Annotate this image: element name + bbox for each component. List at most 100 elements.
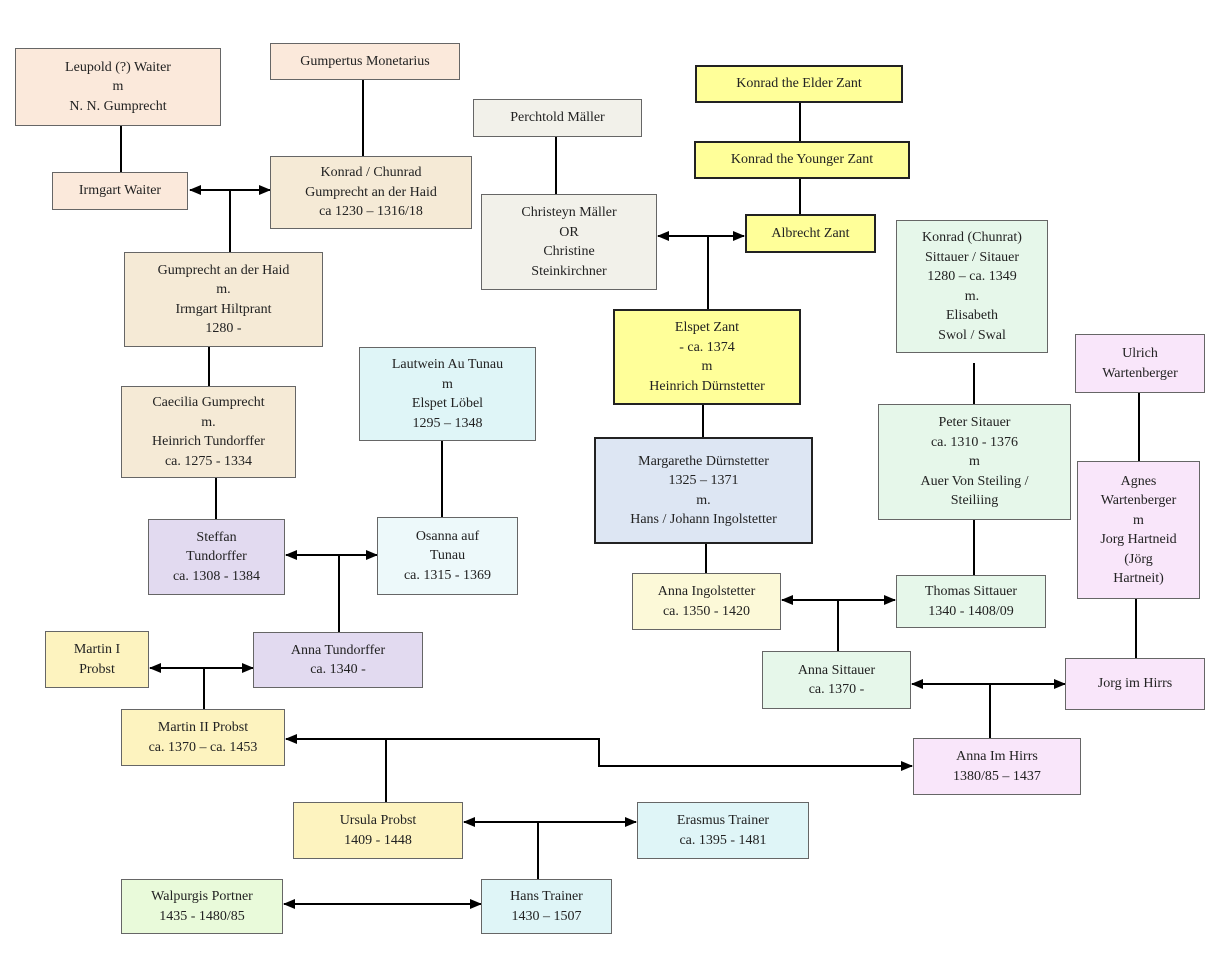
person-text-line: Perchtold Mäller	[510, 110, 605, 126]
person-text-line: 1430 – 1507	[511, 908, 582, 924]
person-text-line: Osanna auf	[415, 528, 480, 544]
person-martin-ii-probst[interactable]: Martin II Probst ca. 1370 – ca. 1453	[121, 709, 285, 766]
person-text-line: Ursula Probst	[339, 813, 417, 828]
person-text-line: Anna Sittauer	[797, 662, 876, 678]
person-anna-sittauer[interactable]: Anna Sittauer ca. 1370 -	[762, 651, 911, 709]
person-text-line: Konrad the Elder Zant	[736, 76, 862, 92]
person-text-line: Anna Ingolstetter	[657, 584, 756, 599]
person-text-line: Steiliing	[950, 493, 999, 509]
person-text-line: m.	[964, 288, 980, 304]
person-text-line: Irmgart Waiter	[78, 183, 162, 199]
person-jorg-im-hirrs[interactable]: Jorg im Hirrs	[1065, 658, 1205, 710]
person-erasmus-trainer[interactable]: Erasmus Trainer ca. 1395 - 1481	[637, 802, 809, 859]
person-text-line: m.	[696, 492, 711, 508]
person-text-line: Peter Sitauer	[938, 415, 1011, 431]
person-text-line: Jorg Hartneid	[1100, 532, 1177, 547]
person-text-line: ca. 1340 -	[310, 662, 366, 677]
person-text-line: Gumprecht an der Haid	[157, 262, 290, 278]
person-text-line: 1340 - 1408/09	[928, 603, 1014, 619]
person-anna-ingolstetter[interactable]: Anna Ingolstetter ca. 1350 - 1420	[632, 573, 781, 630]
person-text-line: Martin I	[73, 642, 121, 657]
person-text-line: ca. 1370 – ca. 1453	[148, 739, 258, 755]
person-gumprecht-an-der-haid[interactable]: Gumprecht an der Haid m. Irmgart Hiltprant…	[124, 252, 323, 347]
person-text-line: ca. 1315 - 1369	[403, 567, 492, 583]
person-konrad-the-younger-zant[interactable]: Konrad the Younger Zant	[694, 141, 910, 179]
person-konrad-the-elder-zant[interactable]: Konrad the Elder Zant	[695, 65, 903, 103]
person-text-line: Gumprecht an der Haid	[305, 184, 437, 200]
person-text-line: 1280 – ca. 1349	[927, 269, 1017, 284]
person-text-line: Hartneit)	[1113, 571, 1164, 586]
person-margarethe-durnstetter[interactable]: Margarethe Dürnstetter 1325 – 1371 m. Hans …	[594, 437, 813, 544]
person-text-line: Caecilia Gumprecht	[152, 395, 265, 410]
person-text-line: Albrecht Zant	[771, 225, 850, 241]
person-text-line: m	[442, 376, 453, 392]
person-text-line: Elspet Löbel	[411, 396, 484, 411]
person-text-line: Martin II Probst	[157, 720, 249, 735]
person-text-line: ca. 1395 - 1481	[679, 832, 767, 848]
person-text-line: Ulrich	[1122, 346, 1158, 361]
person-text-line: m	[701, 359, 713, 374]
person-text-line: ca. 1350 - 1420	[662, 603, 751, 619]
person-text-line: Gumpertus Monetarius	[300, 53, 430, 69]
person-text-line: Auer Von Steiling /	[920, 473, 1029, 489]
person-text-line: Margarethe Dürnstetter	[638, 453, 769, 469]
person-text-line: 1280 -	[205, 321, 242, 336]
person-thomas-sittauer[interactable]: Thomas Sittauer 1340 - 1408/09	[896, 575, 1046, 628]
person-text-line: ca. 1308 - 1384	[172, 568, 261, 584]
person-text-line: OR	[559, 224, 579, 240]
person-text-line: 1295 – 1348	[412, 415, 483, 431]
person-perchtold-maller[interactable]: Perchtold Mäller	[473, 99, 642, 137]
person-text-line: Hans Trainer	[510, 889, 583, 904]
person-text-line: m	[112, 79, 124, 95]
person-text-line: m	[1133, 512, 1144, 528]
person-text-line: Konrad / Chunrad	[320, 165, 422, 181]
person-text-line: 1325 – 1371	[668, 473, 739, 488]
person-text-line: Tundorffer	[186, 549, 247, 565]
person-text-line: Sittauer / Sitauer	[924, 249, 1020, 265]
person-text-line: Lautwein Au Tunau	[391, 357, 504, 372]
person-text-line: Wartenberger	[1102, 365, 1178, 381]
person-text-line: Elspet Zant	[674, 320, 740, 335]
person-irmgart-waiter[interactable]: Irmgart Waiter	[52, 172, 188, 210]
person-text-line: Irmgart Hiltprant	[175, 301, 272, 317]
person-text-line: Konrad the Younger Zant	[730, 152, 874, 168]
person-albrecht-zant[interactable]: Albrecht Zant	[745, 214, 876, 253]
person-text-line: Elisabeth	[945, 308, 999, 323]
person-text-line: m.	[216, 282, 231, 297]
person-text-line: Erasmus Trainer	[676, 813, 770, 828]
person-hans-trainer[interactable]: Hans Trainer 1430 – 1507	[481, 879, 612, 934]
person-text-line: Christine	[543, 244, 595, 259]
person-text-line: Steffan	[196, 529, 237, 545]
person-text-line: ca 1230 – 1316/18	[319, 204, 423, 220]
person-text-line: Thomas Sittauer	[924, 584, 1018, 599]
person-text-line: Agnes	[1120, 473, 1157, 489]
person-gumpertus-monetarius[interactable]: Gumpertus Monetarius	[270, 43, 460, 80]
person-text-line: 1435 - 1480/85	[159, 908, 245, 924]
person-text-line: Swol / Swal	[938, 327, 1006, 343]
person-text-line: Wartenberger	[1100, 493, 1177, 508]
person-text-line: ca. 1370 -	[808, 682, 865, 697]
person-text-line: Anna Im Hirrs	[956, 749, 1038, 764]
person-text-line: Jorg im Hirrs	[1097, 676, 1173, 692]
person-text-line: Hans / Johann Ingolstetter	[630, 512, 777, 527]
person-text-line: m	[969, 454, 980, 470]
